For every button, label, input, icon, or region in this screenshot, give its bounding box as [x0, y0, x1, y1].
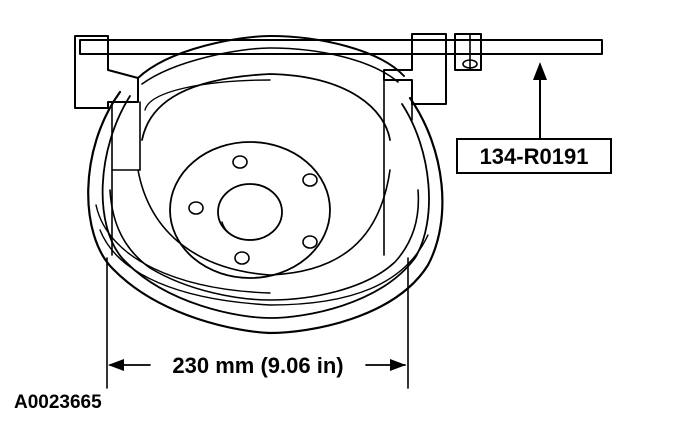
drum-back-rim-inner — [141, 47, 399, 85]
drum-back-rim — [137, 35, 405, 79]
figure-id: A0023665 — [14, 392, 102, 413]
hub-flange — [169, 141, 331, 279]
lug-hole — [302, 173, 318, 187]
lug-hole — [188, 201, 204, 215]
wheel-hub — [169, 141, 331, 279]
callout-arrowhead — [533, 62, 547, 80]
tool-number-label: 134-R0191 — [480, 144, 589, 169]
tool-left-jaw — [74, 35, 139, 109]
dimension-label: 230 mm (9.06 in) — [172, 353, 343, 378]
diameter-dimension: 230 mm (9.06 in) — [106, 257, 409, 389]
drum-band-line-2 — [95, 204, 271, 294]
hub-bore-shadow — [221, 221, 251, 241]
brake-drum — [87, 90, 444, 335]
tool-right-jaw — [383, 33, 447, 105]
drum-micrometer-tool — [74, 33, 603, 256]
tool-dial-housing — [454, 33, 482, 71]
drum-interior — [137, 35, 405, 276]
drum-outer-edge — [87, 90, 444, 335]
lug-hole — [232, 155, 248, 169]
lug-hole — [302, 235, 318, 249]
dimension-arrow-right — [390, 359, 406, 371]
tool-dial-knob — [462, 59, 478, 69]
dimension-arrow-left — [108, 359, 124, 371]
tool-rod — [79, 39, 603, 55]
lug-hole — [234, 251, 250, 265]
drum-lip-ring-inner — [109, 189, 420, 301]
tool-number-box — [456, 138, 612, 174]
drum-cavity-floor-2 — [144, 79, 271, 111]
drum-cavity — [141, 73, 391, 141]
drum-cavity-floor — [137, 169, 391, 276]
drum-lip-ring — [101, 95, 430, 319]
drum-band-line — [99, 229, 429, 306]
tool-callout: 134-R0191 — [456, 62, 612, 174]
